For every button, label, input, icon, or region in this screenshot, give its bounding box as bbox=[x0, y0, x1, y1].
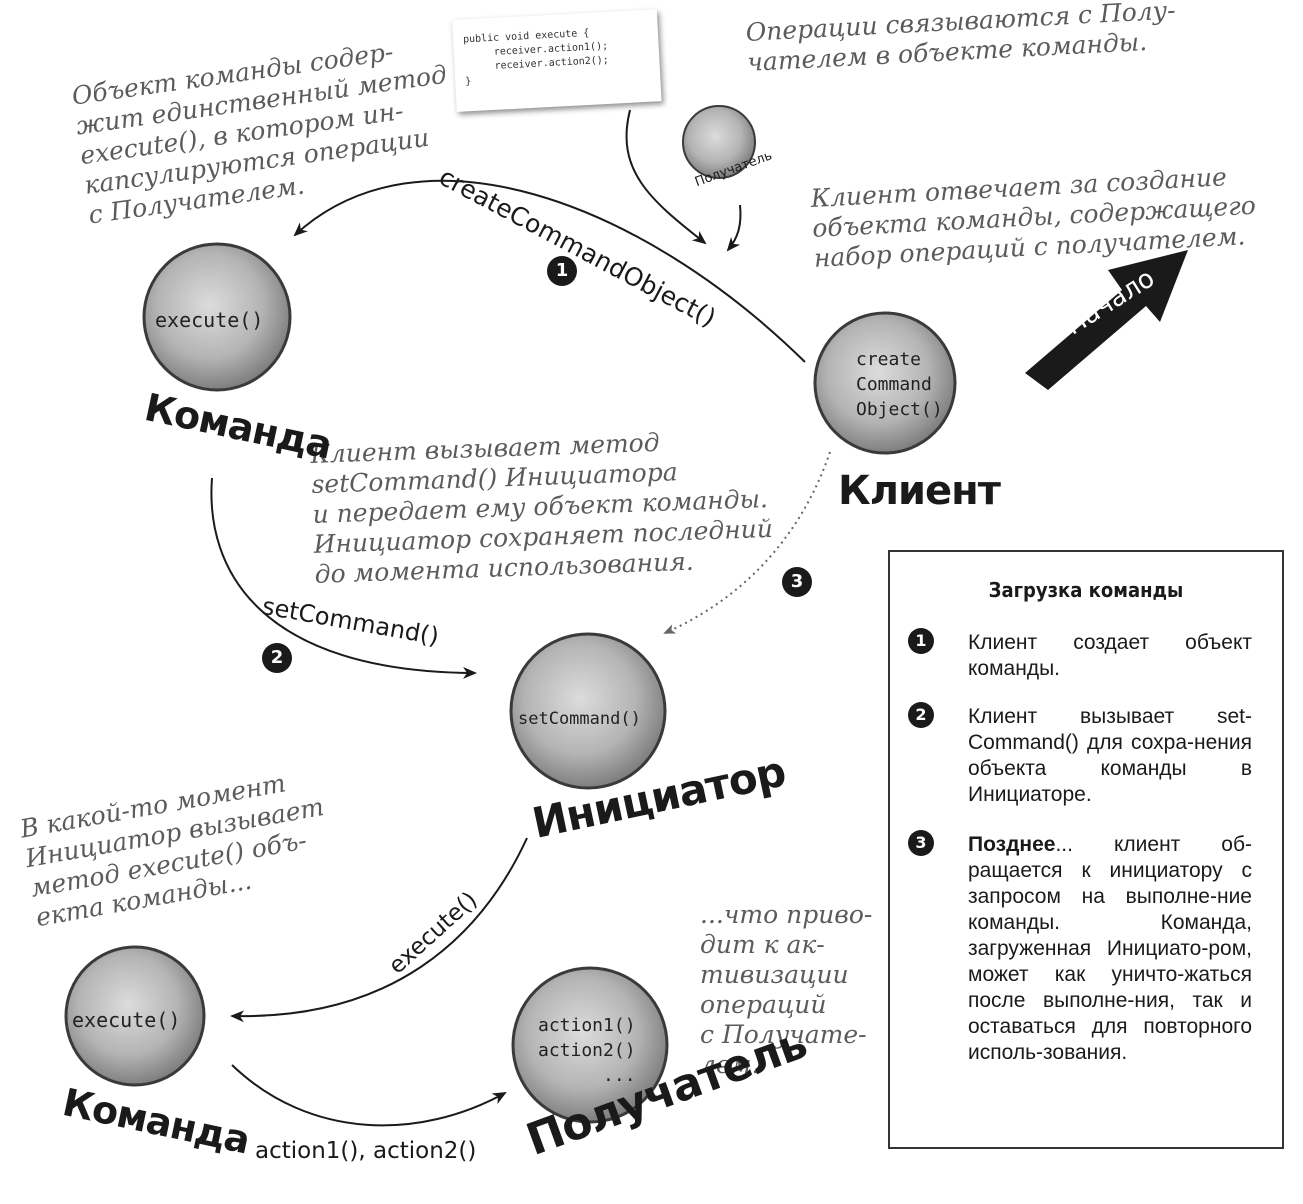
legend-num-1: 1 bbox=[908, 628, 934, 654]
start-arrow bbox=[1025, 250, 1188, 390]
client-name: Клиент bbox=[838, 468, 1001, 514]
execute-arrow bbox=[230, 837, 528, 1023]
legend-bold-later: Позднее bbox=[968, 833, 1056, 856]
invoker-method: setCommand() bbox=[518, 709, 641, 729]
note-leads-to: ...что приво- дит к ак- тивизации операц… bbox=[700, 900, 873, 1079]
receiver-pointer-arrow bbox=[726, 204, 742, 252]
legend-item-1: 1 Клиент создает объект команды. bbox=[908, 628, 1258, 682]
legend-title: Загрузка команды bbox=[988, 578, 1184, 602]
legend-text-3-body: ... клиент об-ращается к инициатору с за… bbox=[968, 833, 1258, 1064]
command-top-method: execute() bbox=[155, 308, 264, 332]
actions-arrow bbox=[231, 1064, 507, 1127]
command-top-sphere bbox=[142, 242, 292, 392]
set-command-arrow bbox=[210, 477, 477, 679]
legend-text-2: Клиент вызывает set-Command() для сохра-… bbox=[968, 705, 1258, 806]
legend-num-3: 3 bbox=[908, 830, 934, 856]
code-card: public void execute { receiver.action1()… bbox=[452, 9, 662, 112]
client-method: create Command Object() bbox=[856, 349, 943, 420]
client-sphere bbox=[813, 311, 957, 455]
receiver-bottom-method: action1() action2() ... bbox=[538, 1015, 636, 1086]
note-client-calls: Клиент вызывает метод setCommand() Иници… bbox=[310, 427, 774, 589]
invoker-sphere bbox=[509, 632, 667, 790]
legend-text-1: Клиент создает объект команды. bbox=[968, 631, 1258, 680]
code-card-text: public void execute { receiver.action1()… bbox=[462, 27, 610, 88]
command-bottom-sphere bbox=[64, 945, 206, 1087]
legend-box: Загрузка команды 1 Клиент создает объект… bbox=[888, 550, 1284, 1149]
create-command-arrow bbox=[293, 179, 806, 363]
actions-label: action1(), action2() bbox=[255, 1138, 477, 1164]
receiver-bottom-sphere bbox=[511, 966, 669, 1124]
command-bottom-method: execute() bbox=[72, 1008, 181, 1032]
legend-num-2: 2 bbox=[908, 702, 934, 728]
legend-item-2: 2 Клиент вызывает set-Command() для сохр… bbox=[908, 702, 1258, 808]
step-badge-3: 3 bbox=[782, 567, 812, 597]
code-pointer-arrow bbox=[625, 109, 707, 245]
step-badge-2: 2 bbox=[262, 643, 292, 673]
legend-item-3: 3 Позднее... клиент об-ращается к инициа… bbox=[908, 830, 1252, 1066]
step-badge-1: 1 bbox=[547, 256, 577, 286]
legend-text-3: Позднее... клиент об-ращается к инициато… bbox=[968, 832, 1252, 1066]
receiver-small-sphere bbox=[682, 105, 756, 179]
